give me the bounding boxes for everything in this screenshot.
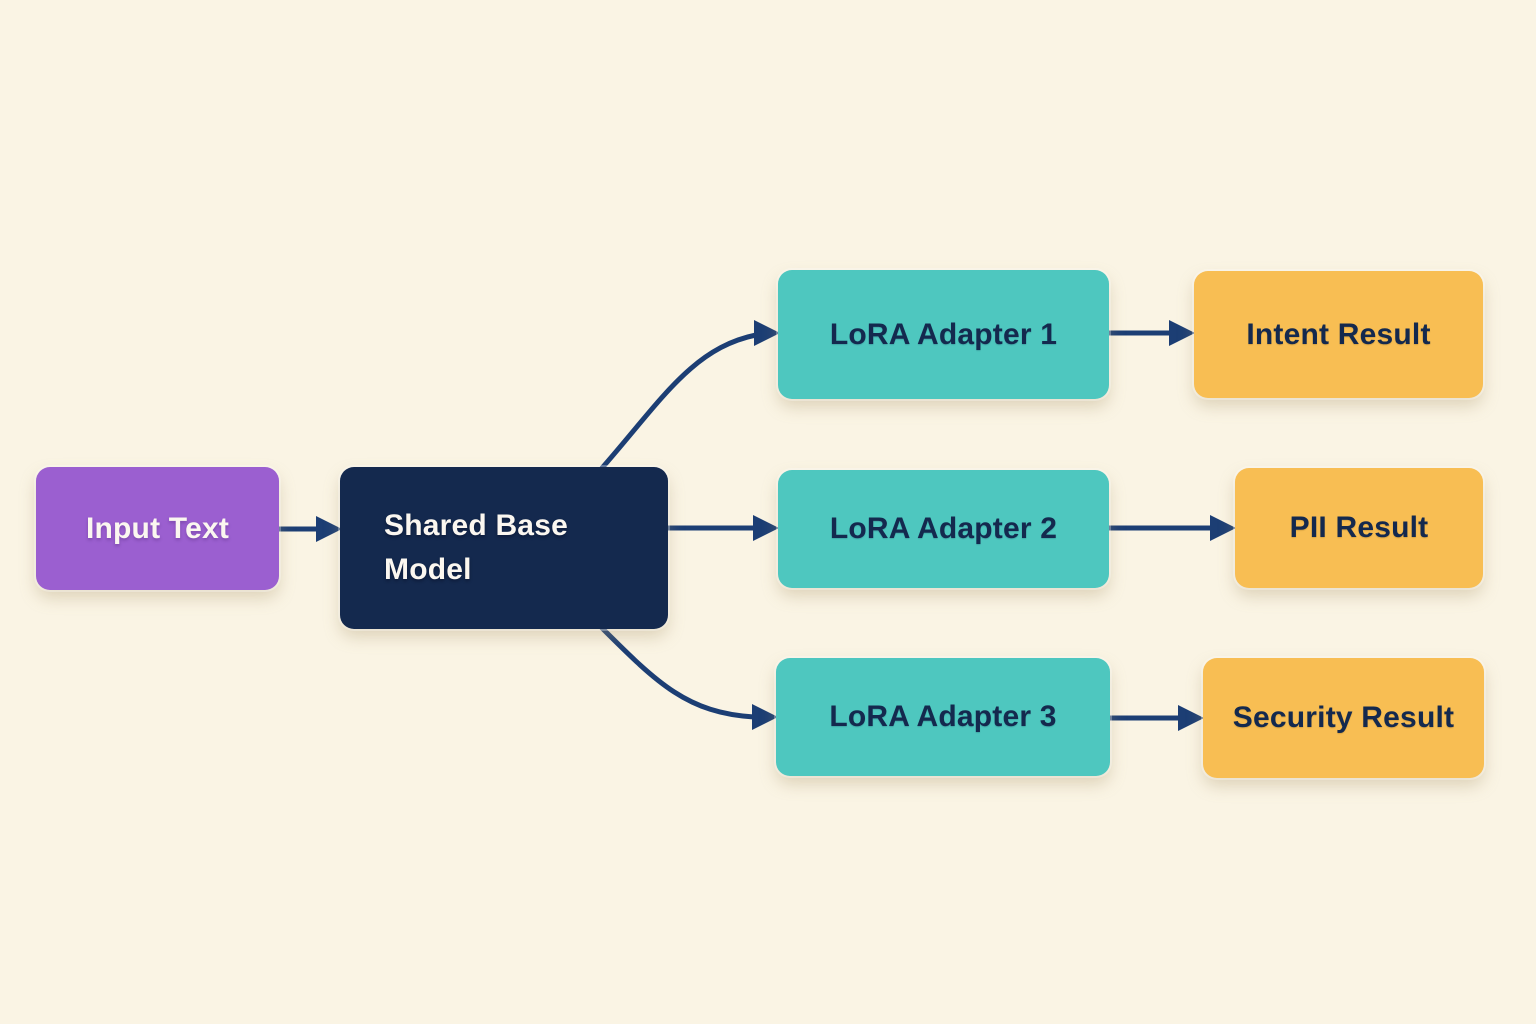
node-input-text-label: Input Text xyxy=(85,511,230,545)
node-security-result-label: Security Result xyxy=(1232,701,1455,734)
node-lora-adapter-3: LoRA Adapter 3 xyxy=(776,658,1110,776)
node-pii-result: PII Result xyxy=(1235,468,1483,588)
node-lora-adapter-2: LoRA Adapter 2 xyxy=(778,470,1109,588)
edge-base-to-adapter3 xyxy=(599,625,778,730)
node-intent-result: Intent Result xyxy=(1194,271,1483,398)
node-security-result: Security Result xyxy=(1203,658,1484,778)
edge-adapter1-to-intent xyxy=(1106,320,1195,346)
node-pii-result-label: PII Result xyxy=(1289,511,1429,544)
edge-base-to-adapter2 xyxy=(665,515,779,541)
node-lora-adapter-3-label: LoRA Adapter 3 xyxy=(829,700,1057,733)
edge-input-to-base xyxy=(276,516,342,542)
edge-adapter3-to-security xyxy=(1107,705,1204,731)
node-lora-adapter-1: LoRA Adapter 1 xyxy=(778,270,1109,399)
edge-base-to-adapter1 xyxy=(599,320,780,471)
node-lora-adapter-1-label: LoRA Adapter 1 xyxy=(829,317,1058,351)
node-lora-adapter-2-label: LoRA Adapter 2 xyxy=(829,512,1058,545)
node-input-text: Input Text xyxy=(36,467,279,590)
node-intent-result-label: Intent Result xyxy=(1246,317,1431,351)
node-shared-base-model: Shared Base Model xyxy=(340,467,668,629)
node-shared-base-model-label: Shared Base Model xyxy=(384,509,568,586)
edge-adapter2-to-pii xyxy=(1106,515,1236,541)
